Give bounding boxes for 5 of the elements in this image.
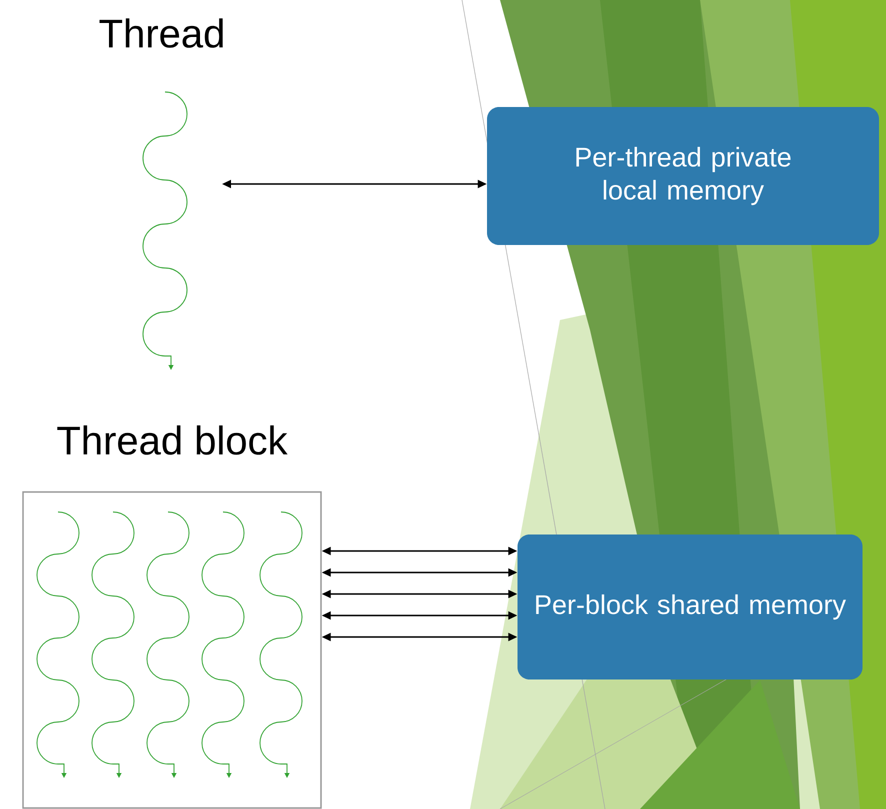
memory-box: Per-thread private local memory	[487, 107, 879, 245]
thread-block-drawing: Thread block	[22, 425, 322, 809]
memory-box: Per-block shared memory	[518, 534, 862, 680]
node-label: Thread	[100, 18, 223, 48]
node-label: Thread block	[57, 425, 288, 455]
